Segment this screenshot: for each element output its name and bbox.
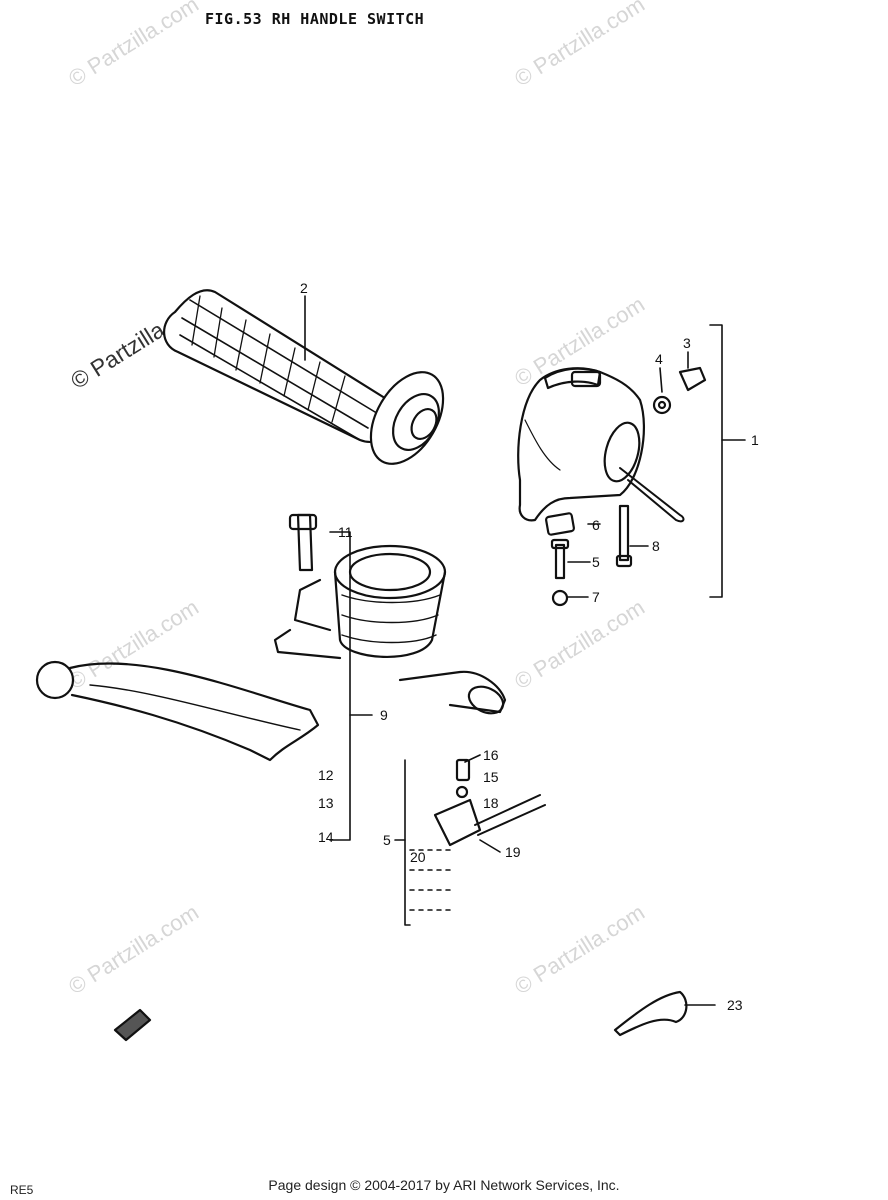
callout-5-lower: 5 <box>383 832 391 848</box>
callout-18: 18 <box>483 795 499 811</box>
callout-12: 12 <box>318 767 334 783</box>
callout-19: 19 <box>505 844 521 860</box>
callout-11: 11 <box>338 524 353 540</box>
callout-7: 7 <box>592 589 600 605</box>
brake-lever-part <box>35 660 320 762</box>
callout-9: 9 <box>380 707 388 723</box>
callout-8: 8 <box>652 538 660 554</box>
callout-4: 4 <box>655 351 663 367</box>
page-code: RE5 <box>10 1183 34 1197</box>
switch-housing-part <box>517 367 685 523</box>
callout-5: 5 <box>592 554 600 570</box>
callout-6: 6 <box>592 517 600 533</box>
callout-leader-lines <box>304 295 746 1006</box>
callout-20: 20 <box>410 849 426 865</box>
callout-2: 2 <box>300 280 308 296</box>
brake-lever-bracket-part <box>273 513 507 715</box>
callout-13: 13 <box>318 795 334 811</box>
cable-clip-part <box>613 990 688 1037</box>
callout-16: 16 <box>483 747 499 763</box>
small-hardware-parts <box>545 366 707 607</box>
figure-title: FIG.53 RH HANDLE SWITCH <box>205 10 425 28</box>
callout-1: 1 <box>751 432 759 448</box>
throttle-grip-part <box>163 289 445 465</box>
callout-14: 14 <box>318 829 334 845</box>
copyright-footer: Page design © 2004-2017 by ARI Network S… <box>268 1177 620 1193</box>
callout-23: 23 <box>727 997 743 1013</box>
front-direction-arrow <box>113 1008 152 1042</box>
stop-switch-parts <box>409 758 546 911</box>
callout-15: 15 <box>483 769 499 785</box>
callout-3: 3 <box>683 335 691 351</box>
